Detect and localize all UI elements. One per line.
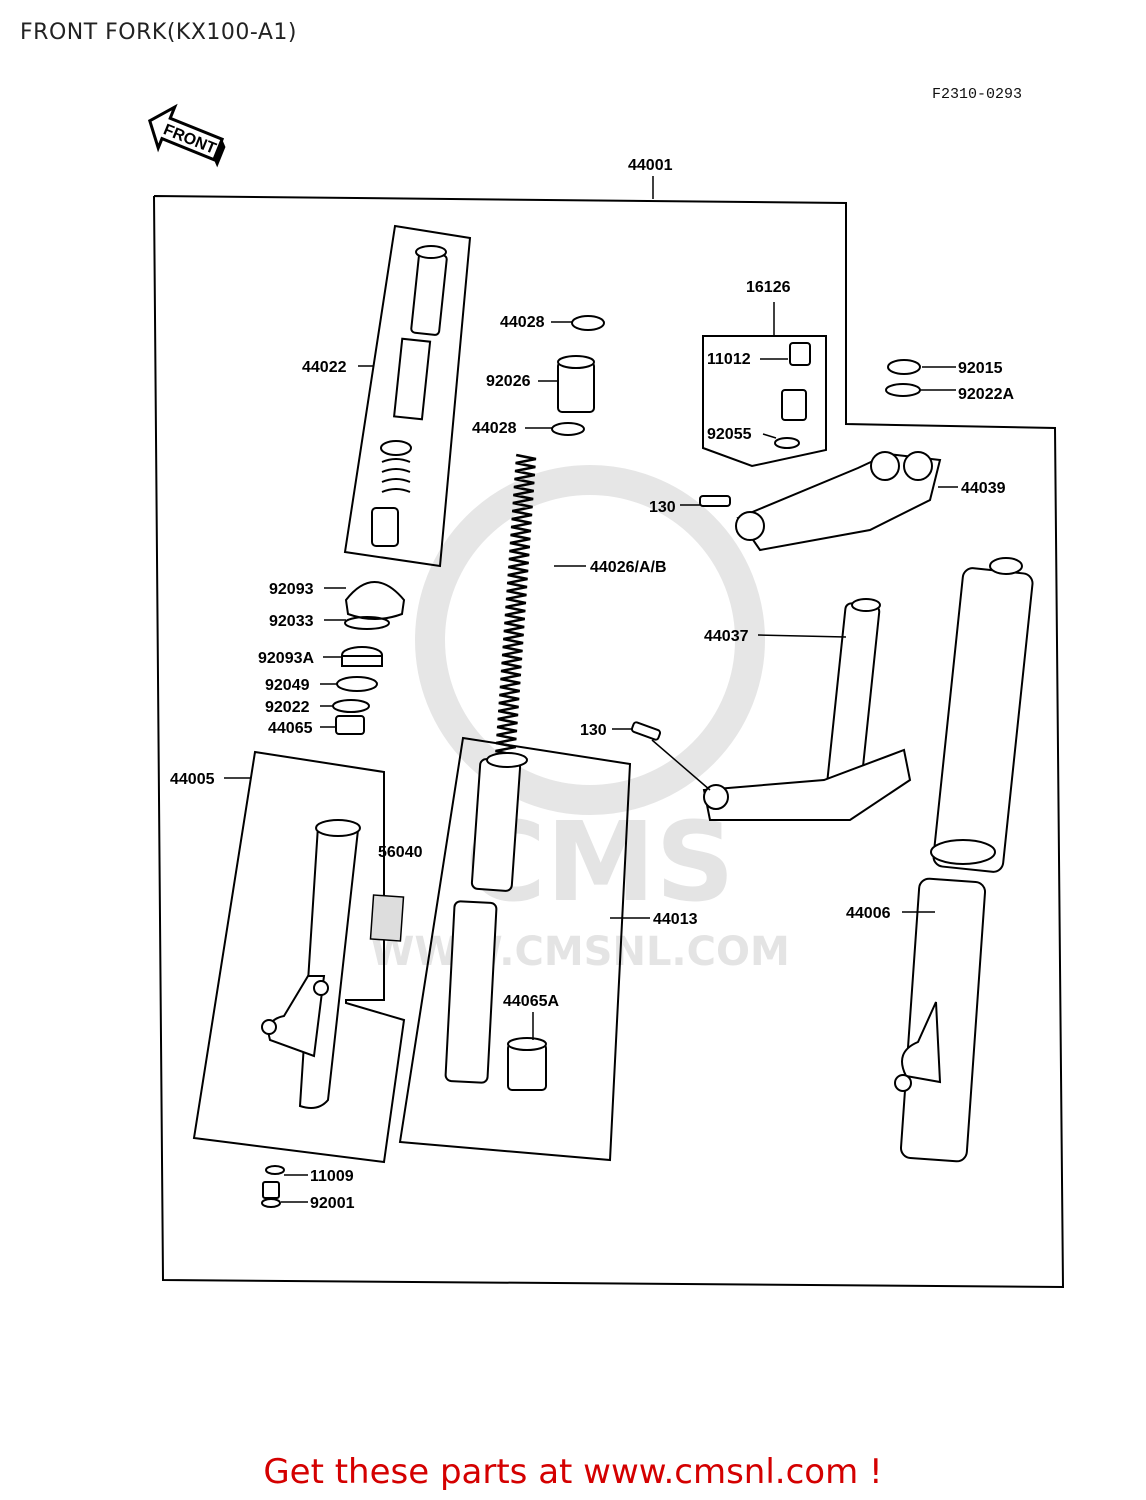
outer-tube-right-part xyxy=(894,557,1034,1163)
upper-bracket-part xyxy=(735,451,942,552)
part-label-92033: 92033 xyxy=(269,613,314,630)
part-labels: 44001 44022 44028 92026 44028 16126 1101… xyxy=(170,157,1014,1212)
leader-lines xyxy=(224,321,958,1203)
bolt-upper-part xyxy=(699,495,731,507)
page-title: FRONT FORK(KX100-A1) xyxy=(20,20,297,45)
part-label-56040: 56040 xyxy=(378,844,423,861)
assembly-boundary xyxy=(153,195,1065,1289)
part-label-130-upper: 130 xyxy=(649,499,676,516)
part-label-44005: 44005 xyxy=(170,771,215,788)
part-label-92093A: 92093A xyxy=(258,650,314,667)
cta-link[interactable]: Get these parts at www.cmsnl.com ! xyxy=(263,1452,883,1492)
part-label-92026: 92026 xyxy=(486,373,531,390)
part-label-11012: 11012 xyxy=(707,351,751,368)
part-label-92015: 92015 xyxy=(958,360,1003,377)
subassembly-box-44013 xyxy=(398,736,632,1162)
part-label-44022: 44022 xyxy=(302,359,347,376)
subassembly-box-44022 xyxy=(343,224,472,568)
part-label-92022: 92022 xyxy=(265,699,310,716)
nut-washer-parts xyxy=(885,359,921,397)
watermark-url: WWW.CMSNL.COM xyxy=(370,929,790,975)
part-label-16126: 16126 xyxy=(746,279,791,296)
part-label-130-lower: 130 xyxy=(580,722,607,739)
fork-spring xyxy=(494,453,537,765)
part-label-44028-top: 44028 xyxy=(500,314,545,331)
part-label-44001: 44001 xyxy=(628,157,673,174)
spacer-parts xyxy=(551,315,605,436)
part-label-44006: 44006 xyxy=(846,905,891,922)
steering-stem-part xyxy=(702,598,912,821)
inner-tube-part xyxy=(444,752,547,1091)
sticker-part xyxy=(369,894,405,942)
part-label-92001: 92001 xyxy=(310,1195,355,1212)
bolt-lower-part xyxy=(630,721,662,741)
spring-tube-part xyxy=(371,245,448,547)
part-label-44013: 44013 xyxy=(653,911,698,928)
part-label-44026: 44026/A/B xyxy=(590,559,667,576)
part-label-92093: 92093 xyxy=(269,581,314,598)
part-label-11009: 11009 xyxy=(310,1168,354,1185)
drain-bolt-parts xyxy=(261,1165,285,1208)
part-label-44037: 44037 xyxy=(704,628,749,645)
outer-tube-left-part xyxy=(261,819,361,1109)
air-valve-parts xyxy=(774,342,811,449)
part-label-92055: 92055 xyxy=(707,426,752,443)
part-label-92049: 92049 xyxy=(265,677,310,694)
part-label-44039: 44039 xyxy=(961,480,1006,497)
part-label-44065: 44065 xyxy=(268,720,313,737)
front-arrow-icon: FRONT xyxy=(147,103,226,168)
figure-code: F2310-0293 xyxy=(932,86,1023,103)
subassembly-box-44005 xyxy=(192,750,406,1164)
subassembly-box-16126 xyxy=(702,335,827,468)
part-label-92022A: 92022A xyxy=(958,386,1014,403)
part-label-44065A: 44065A xyxy=(503,993,559,1010)
part-label-44028-bottom: 44028 xyxy=(472,420,517,437)
seal-stack-parts xyxy=(332,581,406,735)
